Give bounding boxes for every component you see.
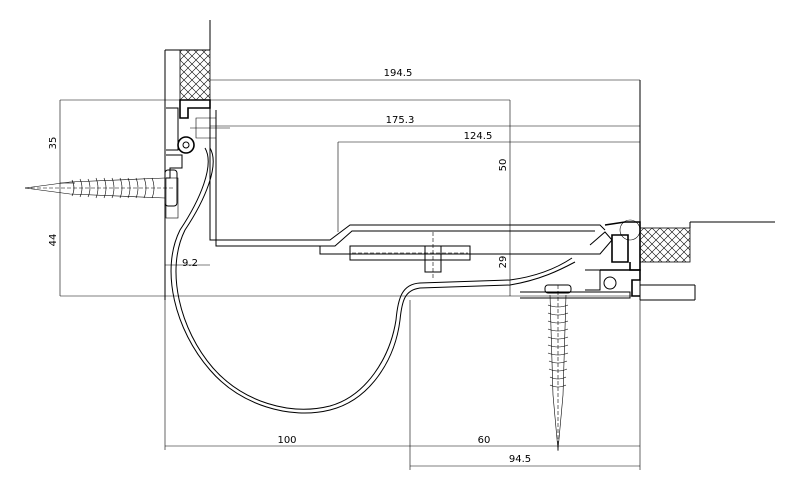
right-screw <box>544 284 572 452</box>
left-screw <box>24 169 178 207</box>
right-frame-profile <box>520 219 641 299</box>
center-bracket <box>319 224 613 280</box>
dimension-lines <box>59 79 641 470</box>
left-insulation <box>179 49 211 101</box>
right-wall <box>639 80 775 301</box>
dim-left-bottom-height: 44 <box>48 234 59 247</box>
dim-upper-width: 175.3 <box>386 115 415 126</box>
inner-channel <box>209 108 320 247</box>
dim-bottom-left: 100 <box>277 435 296 446</box>
dim-bottom-mid: 60 <box>478 435 491 446</box>
dim-left-top-height: 35 <box>48 137 59 150</box>
dim-bottom-right: 94.5 <box>509 454 531 465</box>
dim-overall-width: 194.5 <box>384 68 413 79</box>
flexible-membrane <box>170 147 576 414</box>
right-insulation <box>639 227 691 263</box>
left-frame-profile <box>165 99 230 219</box>
dim-center-lower-height: 29 <box>498 256 509 269</box>
dim-inner-width: 124.5 <box>464 131 493 142</box>
dim-left-offset: 9.2 <box>182 258 198 269</box>
dim-center-height: 50 <box>498 159 509 172</box>
